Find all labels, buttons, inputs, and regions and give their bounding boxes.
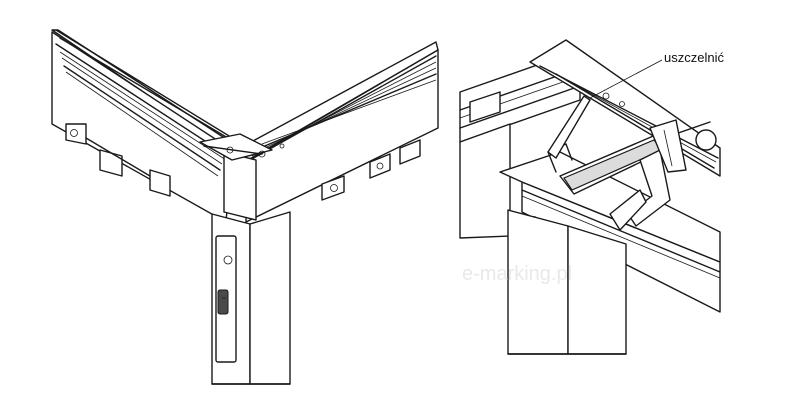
right-sealing-illustration xyxy=(459,39,721,355)
seal-annotation-label: uszczelnić xyxy=(664,50,724,65)
annotation-leader xyxy=(589,59,663,99)
right-post xyxy=(507,209,627,355)
right-beam xyxy=(239,41,439,223)
left-beam xyxy=(51,29,253,223)
caulking-gun xyxy=(547,95,717,231)
watermark: e-marking.pl xyxy=(462,263,572,285)
corner-joint xyxy=(199,133,285,221)
left-frame-corner-illustration xyxy=(51,29,439,385)
left-post xyxy=(211,211,291,385)
